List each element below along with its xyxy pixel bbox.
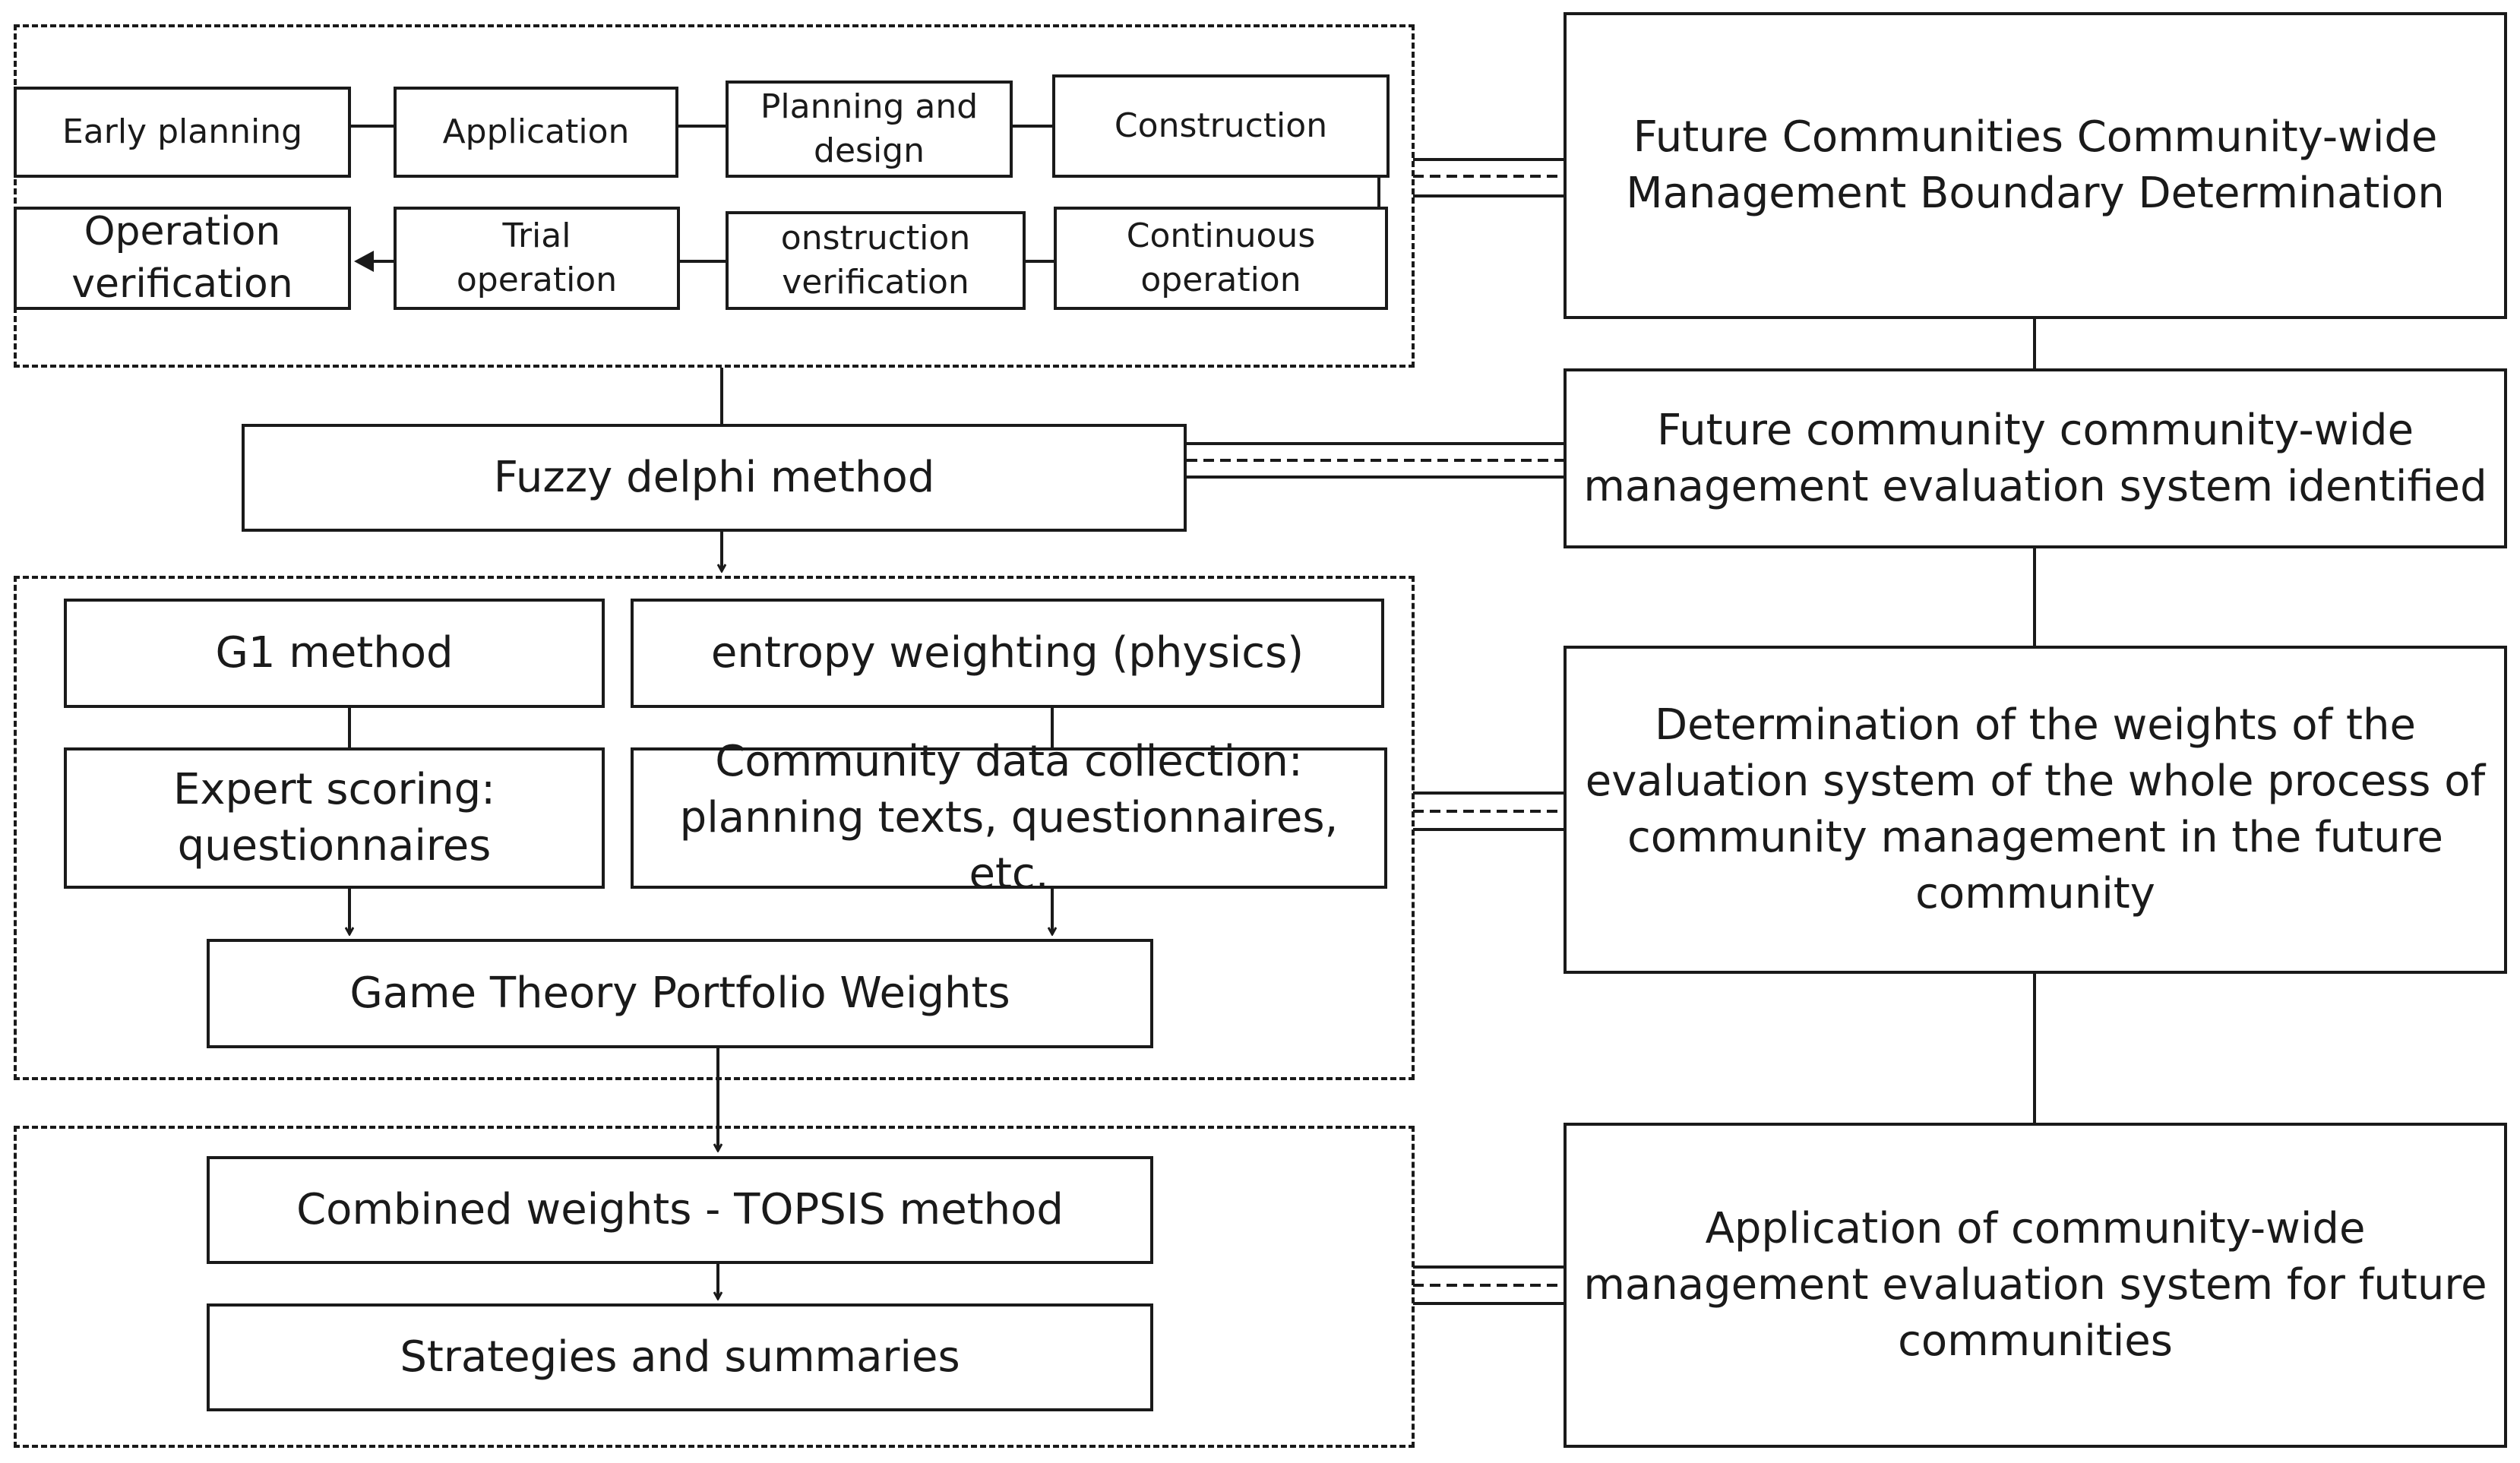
g1-method-box: G1 method (64, 599, 605, 708)
trial-operation-box: Trial operation (394, 207, 680, 310)
topsis-method-box: Combined weights - TOPSIS method (207, 1156, 1153, 1264)
game-theory-weights-box: Game Theory Portfolio Weights (207, 939, 1153, 1048)
application-stage-box: Application (394, 87, 678, 178)
strategies-summaries-box: Strategies and summaries (207, 1303, 1153, 1411)
weights-determination-box: Determination of the weights of the eval… (1564, 646, 2507, 974)
continuous-operation-box: Continuous operation (1054, 207, 1388, 310)
evaluation-system-identified-label: Future community community-wide manageme… (1583, 405, 2487, 511)
boundary-determination-label: Future Communities Community-wide Manage… (1626, 112, 2445, 218)
entropy-weighting-label: entropy weighting (physics) (710, 628, 1304, 678)
evaluation-group (14, 1126, 1415, 1448)
community-data-collection-box: Community data collection: planning text… (631, 737, 1387, 899)
construction-verification-label: onstruction verification (780, 218, 971, 302)
expert-scoring-label: Expert scoring: questionnaires (172, 765, 496, 871)
operation-verification-box: Operation verification (14, 207, 351, 310)
planning-design-label: Planning and design (760, 87, 979, 170)
operation-verification-label: Operation verification (71, 209, 293, 307)
application-stage-label: Application (442, 112, 630, 151)
early-planning-label: Early planning (62, 112, 303, 151)
trial-operation-label: Trial operation (456, 216, 618, 299)
construction-label: Construction (1114, 106, 1328, 145)
game-theory-weights-label: Game Theory Portfolio Weights (349, 968, 1010, 1019)
main-flow-connectors (349, 368, 1052, 1299)
topsis-method-label: Combined weights - TOPSIS method (296, 1185, 1064, 1235)
planning-design-box: Planning and design (726, 81, 1013, 178)
boundary-determination-box: Future Communities Community-wide Manage… (1564, 12, 2507, 319)
evaluation-system-identified-box: Future community community-wide manageme… (1564, 368, 2507, 548)
evaluation-application-box: Application of community-wide management… (1564, 1123, 2507, 1448)
strategies-summaries-label: Strategies and summaries (400, 1332, 960, 1382)
process-stages-group (14, 24, 1415, 368)
community-data-collection-label: Community data collection: planning text… (679, 737, 1339, 899)
weights-determination-label: Determination of the weights of the eval… (1585, 700, 2486, 918)
construction-box: Construction (1052, 74, 1390, 178)
g1-method-label: G1 method (215, 628, 454, 678)
continuous-operation-label: Continuous operation (1126, 216, 1316, 299)
evaluation-application-label: Application of community-wide management… (1583, 1204, 2487, 1366)
weighting-group (14, 576, 1415, 1080)
fuzzy-delphi-box: Fuzzy delphi method (242, 424, 1187, 532)
early-planning-box: Early planning (14, 87, 351, 178)
construction-verification-box: onstruction verification (726, 211, 1026, 310)
fuzzy-delphi-label: Fuzzy delphi method (493, 453, 935, 503)
entropy-weighting-box: entropy weighting (physics) (631, 599, 1384, 708)
expert-scoring-box: Expert scoring: questionnaires (64, 747, 605, 889)
cross-links (1187, 158, 1564, 1305)
arrowhead-solid (354, 251, 374, 272)
stage-connectors (351, 125, 1380, 263)
